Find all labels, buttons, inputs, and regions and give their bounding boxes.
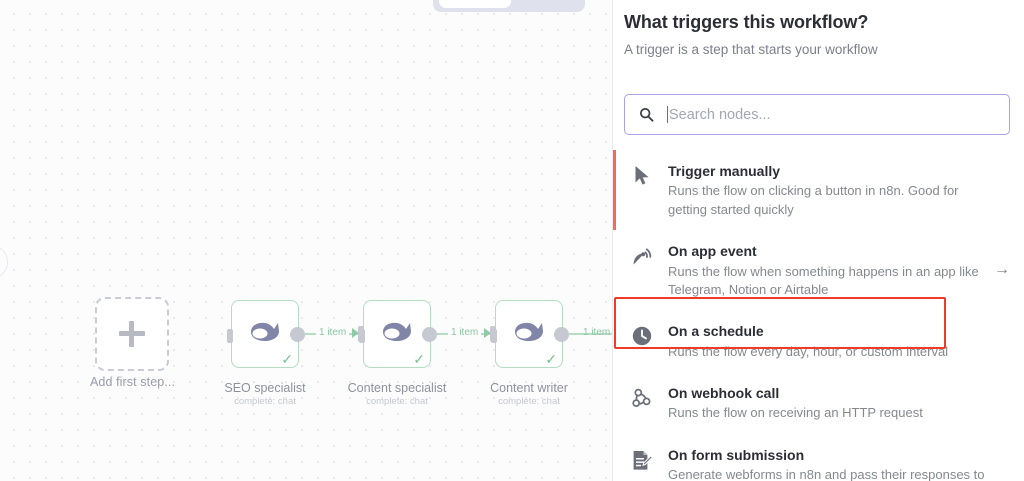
connector-3[interactable] — [569, 333, 612, 335]
recent-marker — [613, 230, 616, 310]
workflow-canvas[interactable]: Add first step... ✓ SEO specialist compl… — [0, 0, 612, 481]
plus-icon — [119, 321, 145, 347]
trigger-description: Runs the flow on receiving an HTTP reque… — [668, 405, 923, 421]
recent-marker — [613, 434, 616, 481]
search-placeholder-text: Search nodes... — [669, 106, 771, 123]
form-edit-icon — [625, 449, 659, 472]
trigger-item-trigger-manually[interactable]: Trigger manually Runs the flow on clicki… — [613, 150, 1024, 231]
node-status-check-icon: ✓ — [413, 351, 425, 367]
workflow-node-content-writer[interactable]: ✓ — [491, 300, 569, 368]
recent-marker — [613, 150, 616, 231]
trigger-name: On webhook call — [668, 385, 780, 402]
node-status-check-icon: ✓ — [281, 351, 293, 367]
node-label-seo-specialist: SEO specialist — [224, 381, 306, 395]
trigger-item-on-form-submission[interactable]: On form submission Generate webforms in … — [613, 434, 1024, 481]
search-text-cursor — [667, 106, 668, 123]
recent-marker — [613, 310, 616, 372]
cursor-arrow-icon — [625, 165, 659, 186]
node-label-content-writer: Content writer — [490, 381, 568, 395]
node-status-check-icon: ✓ — [545, 351, 557, 367]
trigger-name: On a schedule — [668, 323, 764, 340]
trigger-list: Trigger manually Runs the flow on clicki… — [613, 150, 1024, 481]
node-output-connector[interactable] — [554, 327, 569, 342]
node-input-connector[interactable] — [227, 329, 233, 343]
trigger-description: Runs the flow when something happens in … — [668, 263, 979, 297]
connector-label-2: 1 item — [448, 327, 482, 338]
trigger-item-on-app-event[interactable]: On app event Runs the flow when somethin… — [613, 230, 1024, 310]
whale-icon — [251, 323, 279, 342]
trigger-description: Generate webforms in n8n and pass their … — [668, 467, 985, 481]
trigger-text: On form submission Generate webforms in … — [659, 445, 991, 481]
arrow-right-icon[interactable]: → — [994, 261, 1010, 279]
panel-title: What triggers this workflow? — [624, 12, 869, 32]
recent-marker — [613, 372, 616, 434]
trigger-item-on-a-schedule[interactable]: On a schedule Runs the flow every day, h… — [613, 310, 1024, 372]
canvas-toolbar-active-segment — [439, 0, 511, 8]
whale-icon — [515, 323, 543, 342]
connector-arrow-2 — [484, 328, 491, 338]
trigger-text: On a schedule Runs the flow every day, h… — [659, 321, 991, 361]
trigger-description: Runs the flow every day, hour, or custom… — [668, 343, 949, 359]
trigger-item-on-webhook-call[interactable]: On webhook call Runs the flow on receivi… — [613, 372, 1024, 434]
satellite-dish-icon — [625, 245, 659, 267]
node-subtitle-content-specialist: complete: chat — [366, 396, 428, 407]
connector-label-3: 1 item — [583, 327, 611, 338]
trigger-name: Trigger manually — [668, 163, 781, 179]
node-output-connector[interactable] — [290, 327, 305, 342]
trigger-name: On form submission — [668, 446, 805, 463]
connector-endpoint-1 — [358, 326, 364, 342]
trigger-text: On app event Runs the flow when somethin… — [659, 241, 991, 299]
add-first-step-button[interactable] — [95, 297, 169, 371]
node-subtitle-content-writer: complete: chat — [498, 396, 560, 407]
trigger-text: Trigger manually Runs the flow on clicki… — [659, 161, 991, 219]
whale-icon — [383, 323, 411, 342]
node-label-content-specialist: Content specialist — [347, 381, 447, 395]
trigger-panel: What triggers this workflow? A trigger i… — [612, 0, 1024, 481]
panel-subtitle: A trigger is a step that starts your wor… — [624, 42, 878, 57]
search-nodes-input[interactable]: Search nodes... — [624, 94, 1010, 135]
clock-icon — [625, 325, 659, 347]
node-subtitle-seo-specialist: complete: chat — [234, 396, 296, 407]
connector-arrow-1 — [352, 328, 359, 338]
search-icon — [639, 107, 654, 122]
workflow-node-content-specialist[interactable]: ✓ — [359, 300, 437, 368]
connector-endpoint-2 — [490, 326, 496, 342]
canvas-edge-circle-partial — [0, 245, 8, 279]
add-first-step-label: Add first step... — [89, 375, 176, 389]
webhook-icon — [625, 387, 659, 409]
node-output-connector[interactable] — [422, 327, 437, 342]
connector-label-1: 1 item — [316, 327, 350, 338]
trigger-text: On webhook call Runs the flow on receivi… — [659, 383, 991, 423]
trigger-name: On app event — [668, 243, 757, 260]
workflow-node-seo-specialist[interactable]: ✓ — [227, 300, 305, 368]
trigger-description: Runs the flow on clicking a button in n8… — [668, 183, 959, 217]
